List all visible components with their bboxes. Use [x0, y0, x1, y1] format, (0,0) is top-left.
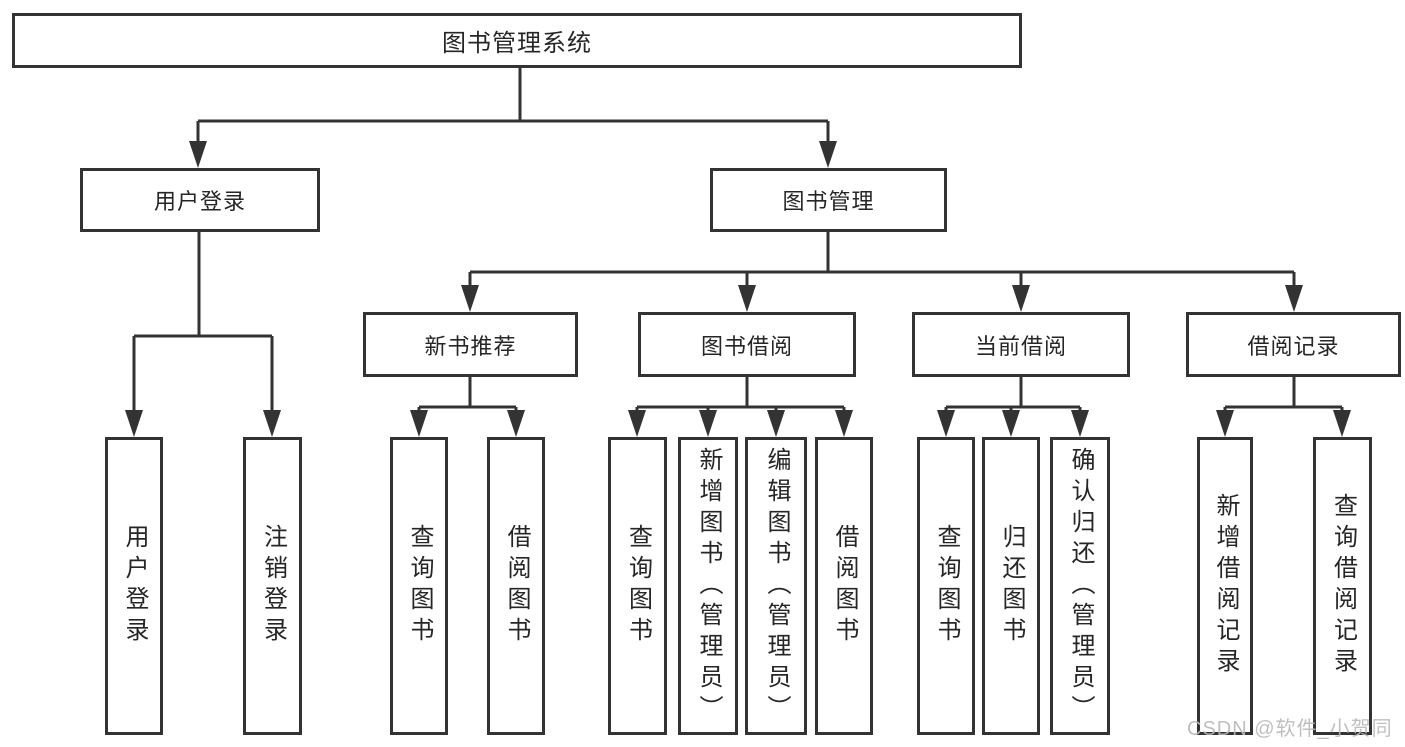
- leaf-user-login-label: 用户登录: [121, 524, 148, 648]
- node-new-book-recommend: 新书推荐: [363, 312, 578, 377]
- leaf-logout: 注销登录: [243, 437, 302, 735]
- leaf-logout-label: 注销登录: [259, 524, 287, 648]
- leaf-borrow-books-borrow: 借阅图书: [815, 437, 873, 735]
- node-current-borrow: 当前借阅: [912, 312, 1130, 377]
- connector-root-to-level2: [189, 68, 837, 168]
- leaf-add-books-admin: 新增图书（管理员）: [678, 437, 738, 735]
- arrow-down-icon: [189, 141, 207, 168]
- node-book-management: 图书管理: [710, 168, 947, 232]
- arrow-down-icon: [1216, 410, 1234, 437]
- leaf-borrow-books-borrow-label: 借阅图书: [831, 524, 858, 648]
- connector-borrow-records-to-leaves: [1216, 377, 1351, 437]
- leaf-borrow-books-recommend: 借阅图书: [487, 437, 545, 735]
- leaf-add-borrow-record-label: 新增借阅记录: [1212, 493, 1239, 679]
- arrow-down-icon: [461, 285, 479, 312]
- arrow-down-icon: [1333, 410, 1351, 437]
- connector-book-borrow-to-leaves: [628, 377, 853, 437]
- leaf-add-books-admin-label: 新增图书（管理员）: [695, 446, 722, 726]
- leaf-query-books-recommend-label: 查询图书: [406, 524, 433, 648]
- csdn-watermark: CSDN @软件_小贺同学: [1187, 718, 1393, 740]
- node-user-login-label: 用户登录: [153, 189, 246, 214]
- node-root: 图书管理系统: [12, 13, 1022, 68]
- leaf-query-borrow-record: 查询借阅记录: [1313, 437, 1372, 735]
- arrow-down-icon: [738, 285, 756, 312]
- connector-book-management-to-level3: [461, 232, 1303, 312]
- arrow-down-icon: [507, 410, 525, 437]
- arrow-down-icon: [1012, 285, 1030, 312]
- arrow-down-icon: [263, 410, 281, 437]
- leaf-query-books-borrow-label: 查询图书: [624, 524, 652, 648]
- arrow-down-icon: [937, 410, 955, 437]
- arrow-down-icon: [835, 410, 853, 437]
- node-book-borrow-label: 图书借阅: [700, 333, 793, 359]
- leaf-query-books-borrow: 查询图书: [608, 437, 667, 735]
- arrow-down-icon: [628, 410, 646, 437]
- leaf-borrow-books-recommend-label: 借阅图书: [503, 524, 530, 648]
- arrow-down-icon: [767, 410, 785, 437]
- connector-user-login-to-leaves: [125, 232, 281, 437]
- leaf-add-borrow-record: 新增借阅记录: [1197, 437, 1253, 735]
- leaf-confirm-return-admin-label: 确认归还（管理员）: [1067, 446, 1094, 726]
- node-borrow-records: 借阅记录: [1186, 312, 1401, 377]
- connector-current-borrow-to-leaves: [937, 377, 1089, 437]
- leaf-query-books-recommend: 查询图书: [390, 437, 448, 735]
- arrow-down-icon: [1285, 285, 1303, 312]
- node-new-book-recommend-label: 新书推荐: [424, 333, 517, 359]
- arrow-down-icon: [699, 410, 717, 437]
- leaf-return-books: 归还图书: [982, 437, 1040, 735]
- node-book-borrow: 图书借阅: [638, 312, 856, 377]
- node-user-login: 用户登录: [80, 168, 320, 232]
- arrow-down-icon: [1002, 410, 1020, 437]
- leaf-edit-books-admin: 编辑图书（管理员）: [745, 437, 807, 735]
- node-root-label: 图书管理系统: [442, 30, 592, 57]
- node-borrow-records-label: 借阅记录: [1247, 333, 1340, 359]
- leaf-edit-books-admin-label: 编辑图书（管理员）: [763, 446, 790, 726]
- connector-new-book-to-leaves: [410, 377, 525, 437]
- arrow-down-icon: [410, 410, 428, 437]
- leaf-return-books-label: 归还图书: [998, 524, 1025, 648]
- node-book-management-label: 图书管理: [782, 189, 875, 214]
- arrow-down-icon: [1071, 410, 1089, 437]
- leaf-query-books-current: 查询图书: [917, 437, 975, 735]
- arrow-down-icon: [819, 141, 837, 168]
- leaf-query-borrow-record-label: 查询借阅记录: [1329, 493, 1357, 679]
- leaf-query-books-current-label: 查询图书: [933, 524, 960, 648]
- arrow-down-icon: [125, 410, 143, 437]
- leaf-user-login: 用户登录: [105, 437, 163, 735]
- node-current-borrow-label: 当前借阅: [974, 333, 1067, 359]
- leaf-confirm-return-admin: 确认归还（管理员）: [1050, 437, 1110, 735]
